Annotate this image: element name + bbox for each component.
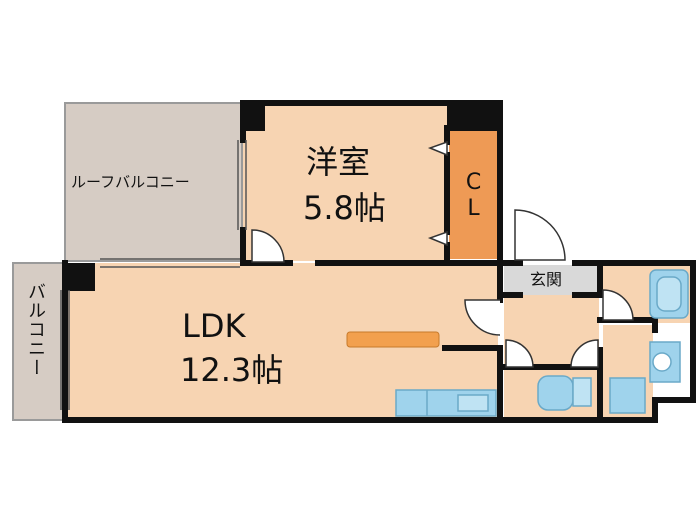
washer-space-icon [609, 377, 646, 414]
roof-balcony-area [64, 102, 243, 262]
balcony-label: バルコニー [25, 282, 46, 377]
washbasin-icon [649, 341, 681, 383]
western-room-size: 5.8帖 [303, 189, 386, 227]
balcony-area [12, 262, 64, 421]
ldk-size: 12.3帖 [180, 351, 284, 389]
entrance-area [504, 265, 599, 295]
western-room-area [243, 105, 447, 261]
bathtub-icon [649, 269, 689, 319]
wall-post [447, 103, 500, 131]
closet-door-markers [427, 140, 448, 247]
kitchen-counter [346, 331, 440, 348]
closet-label: CL [461, 170, 486, 222]
windows [60, 140, 247, 410]
western-room-name: 洋室 [306, 143, 371, 181]
door-swings [251, 209, 634, 368]
entrance-label: 玄関 [530, 270, 563, 289]
kitchen-units [395, 389, 497, 417]
toilet-icon [537, 375, 592, 411]
ldk-name: LDK [182, 307, 246, 345]
wall-post [243, 103, 265, 131]
wall-post [65, 263, 95, 291]
roof-balcony-label: ルーフバルコニー [71, 173, 190, 191]
closet-area [449, 131, 497, 259]
